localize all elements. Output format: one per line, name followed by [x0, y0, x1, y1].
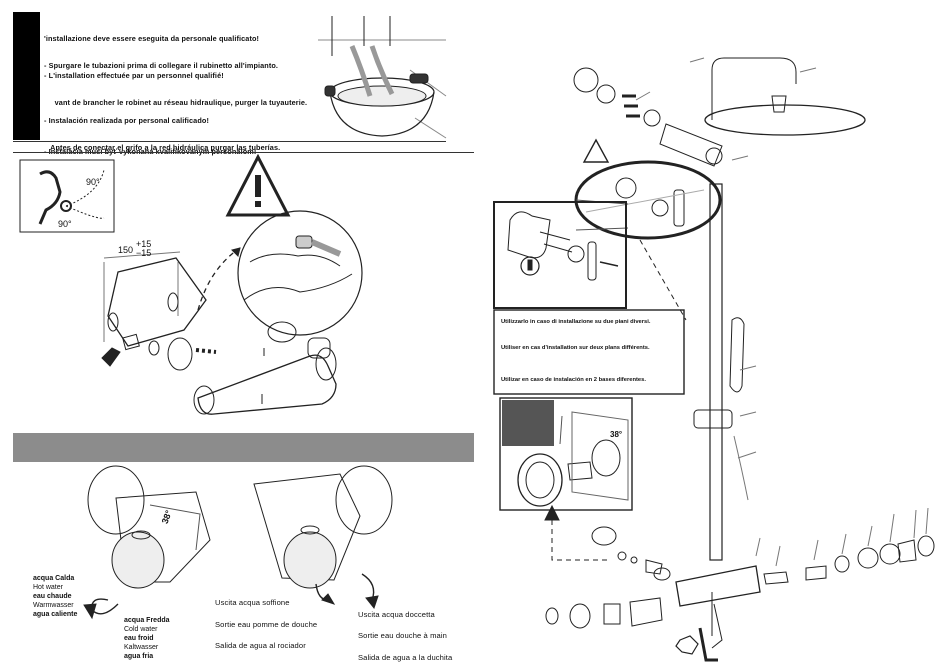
tolerance-plus: +15 [136, 239, 152, 249]
cold-label-fr: eau froid [124, 635, 154, 642]
instruction-it-line1: 'installazione deve essere eseguita da p… [44, 34, 260, 43]
purge-bucket-illustration [318, 16, 447, 139]
tolerance-minus: −15 [136, 248, 152, 258]
hot-label-en: Hot water [33, 584, 63, 591]
distance-label: 150 [118, 245, 134, 255]
instruction-sk: - Inštalácia musí byť vykonaná kvalifiko… [44, 129, 256, 165]
angle-inset [19, 159, 115, 233]
angle-top-label: 90° [86, 177, 100, 187]
instruction-fr-line1: - L'installation effectuée par un person… [44, 71, 224, 80]
cold-label-it: acqua Fredda [124, 617, 170, 624]
black-side-bar [13, 12, 40, 140]
instruction-it-line2: - Spurgare le tubazioni prima di collega… [44, 61, 279, 70]
shower-column-exploded [544, 57, 935, 662]
cold-label-de: Kaltwasser [124, 644, 159, 651]
instruction-fr: - L'installation effectuée par un person… [44, 53, 307, 116]
hot-label-fr: eau chaude [33, 593, 72, 600]
section-divider [13, 152, 474, 153]
instruction-fr-line2: vant de brancher le robinet au réseau hi… [44, 98, 308, 107]
two-plane-inset [493, 201, 627, 309]
instruction-es-line1: - Instalación realizada por personal cal… [44, 116, 209, 125]
hot-cold-handle-drawing [83, 465, 211, 620]
outlet-overhead-it: Uscita acqua soffione [215, 598, 290, 607]
panel-note-es: Utilizar en caso de instalación en 2 bas… [501, 377, 646, 383]
hot-label-es: agua caliente [33, 611, 78, 618]
cold-label-en: Cold water [124, 626, 158, 633]
instruction-es-line2: Antes de conectar el grifo a la red hidr… [44, 143, 281, 152]
instruction-it: 'installazione deve essere eseguita da p… [44, 16, 278, 79]
panel-note-fr: Utiliser en cas d'installation sur deux … [501, 345, 650, 351]
instruction-sk-line1: - Inštalácia musí byť vykonaná kvalifiko… [44, 147, 256, 156]
angle-bottom-label: 90° [58, 219, 72, 229]
outlet-handshower-es: Salida de agua a la duchita [358, 653, 453, 662]
warning-triangle [225, 153, 291, 217]
cold-water-labels: acqua Fredda Cold water eau froid Kaltwa… [124, 616, 170, 661]
diverter-handle-drawing [253, 465, 393, 610]
outlet-handshower-fr: Sortie eau douche à main [358, 631, 447, 640]
outlet-overhead-fr: Sortie eau pomme de douche [215, 620, 318, 629]
panel-notes-box [493, 309, 685, 395]
hand-detail-circle [237, 210, 363, 336]
hot-label-de: Warmwasser [33, 602, 74, 609]
thermostat-detail-inset [499, 397, 633, 511]
hot-water-labels: acqua Calda Hot water eau chaude Warmwas… [33, 574, 77, 619]
outlet-overhead-es: Salida de agua al rociador [215, 641, 306, 650]
section-band [13, 433, 474, 462]
outlet-handshower-it: Uscita acqua doccetta [358, 610, 435, 619]
instruction-es: - Instalación realizada por personal cal… [44, 98, 280, 161]
hot-label-it: acqua Calda [33, 575, 75, 582]
top-divider [13, 141, 446, 142]
panel-note-it: Utilizzarlo in caso di installazione su … [501, 319, 651, 325]
cold-label-es: agua fria [124, 653, 154, 660]
mixer-installation [101, 251, 337, 415]
temperature-mark-detail: 38° [610, 430, 623, 439]
